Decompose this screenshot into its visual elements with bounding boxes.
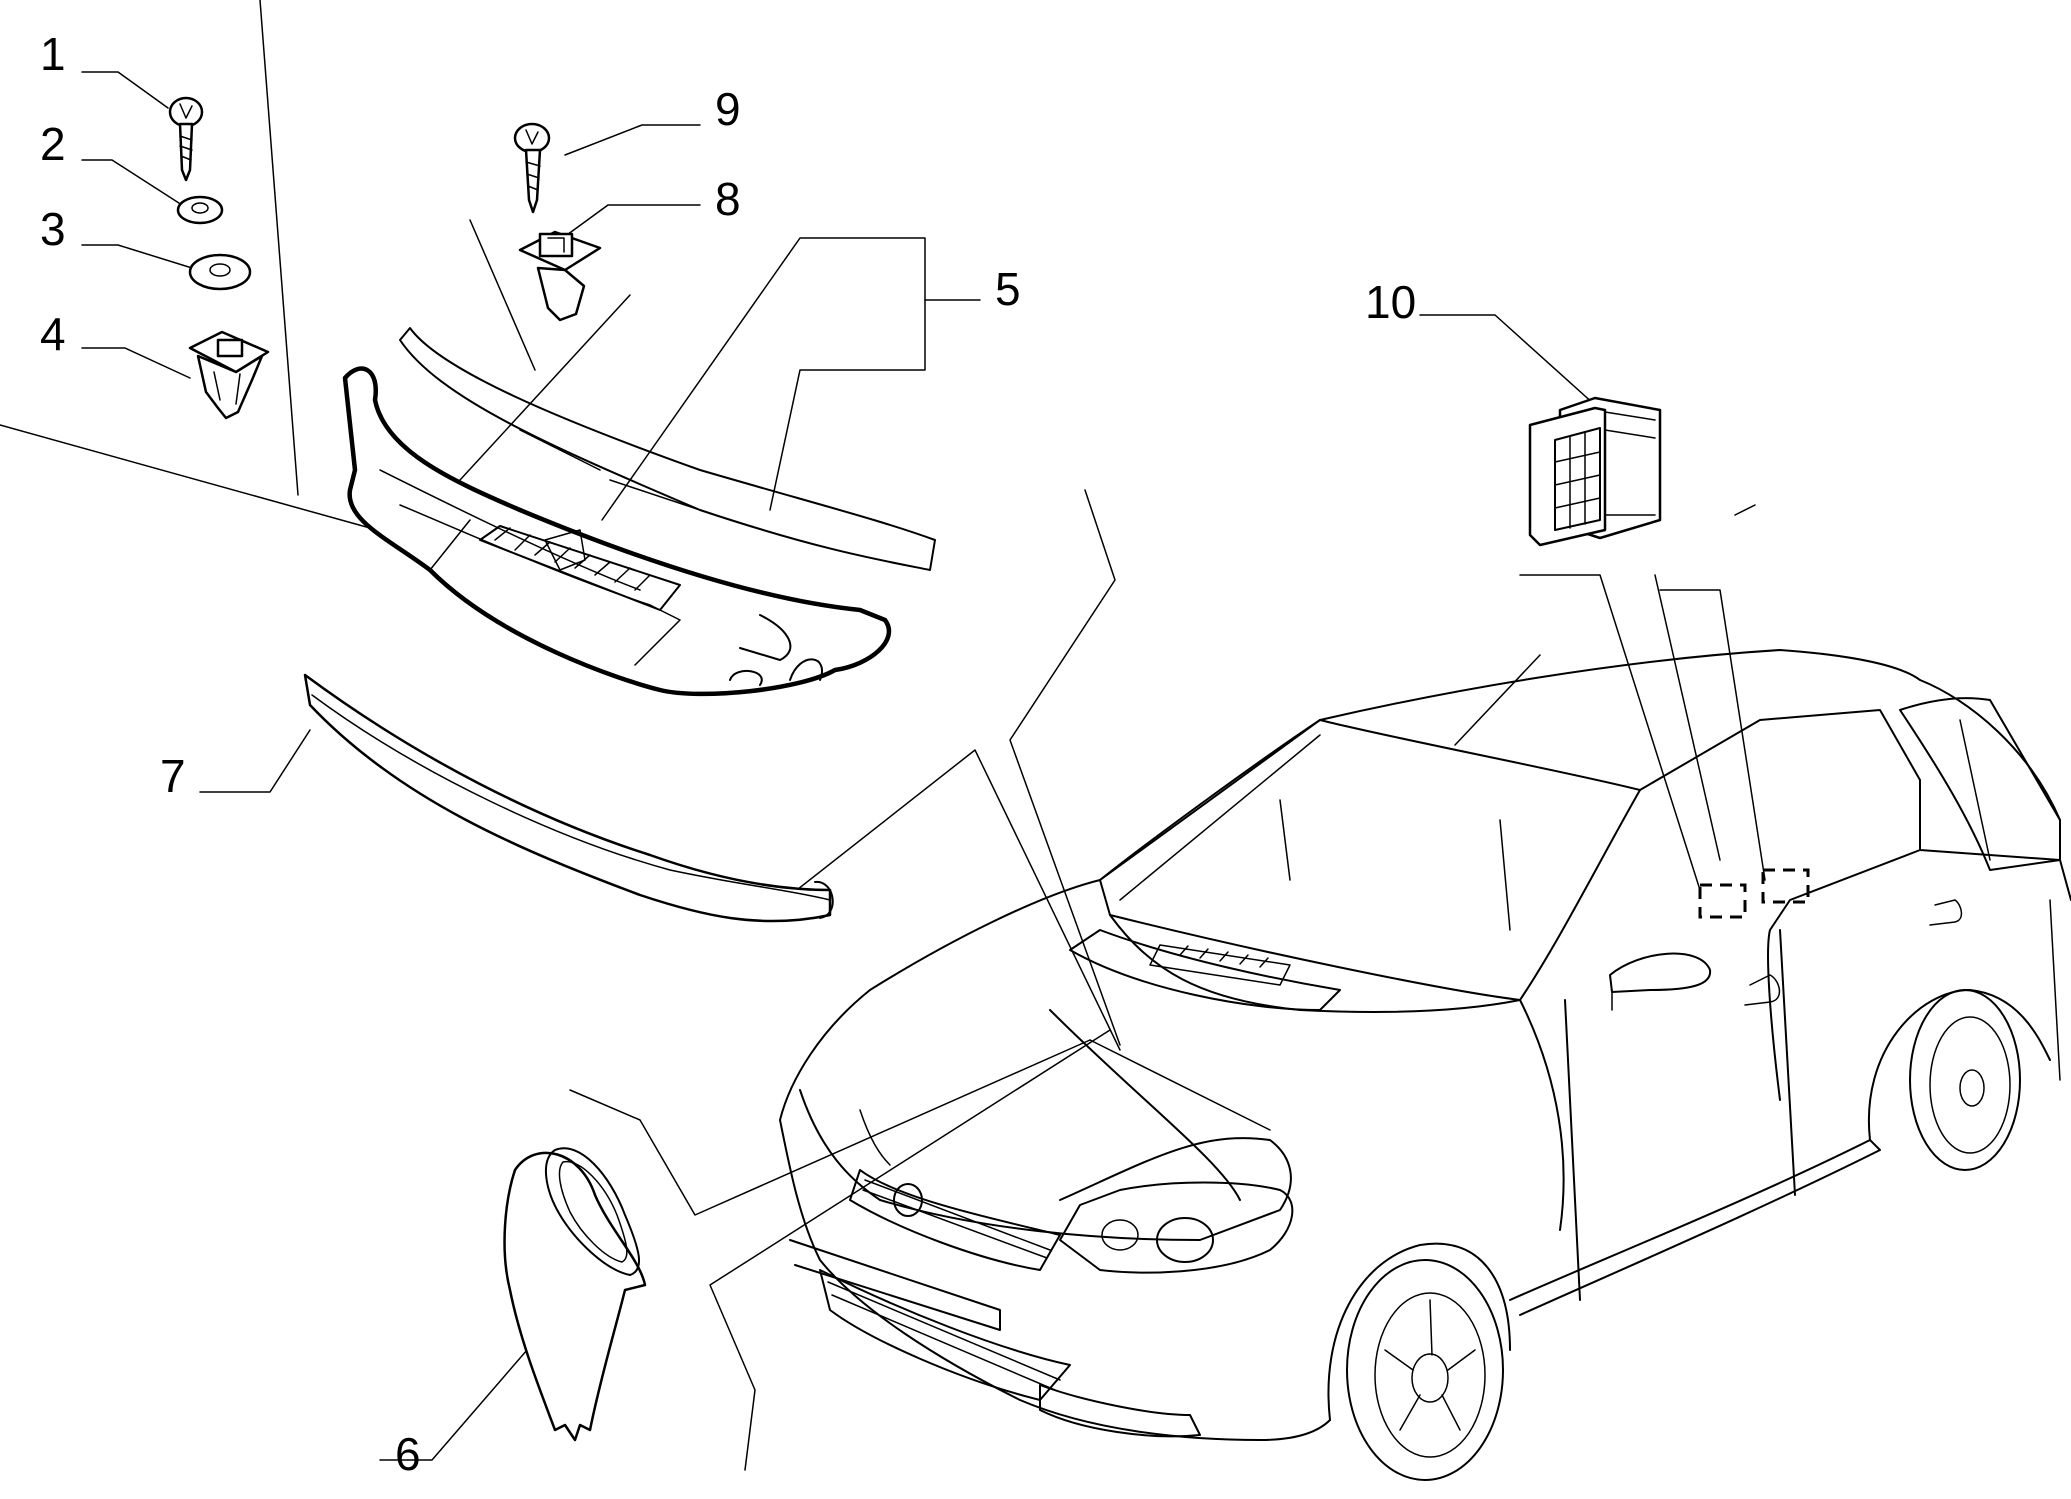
leader-lines	[0, 0, 1766, 1471]
callout-1: 1	[40, 28, 66, 80]
seal-strip-icon	[303, 673, 834, 923]
callout-2: 2	[40, 118, 66, 170]
clip-icon	[188, 330, 270, 420]
screw-icon	[168, 96, 204, 182]
duct-icon	[503, 1147, 647, 1442]
clip-icon	[518, 230, 602, 322]
callout-3: 3	[40, 203, 66, 255]
callout-labels: 1 2 3 4 5 6 7 8 9 10	[40, 28, 1416, 1480]
callout-5: 5	[995, 263, 1021, 315]
vent-grille-icon	[1528, 396, 1662, 547]
washer-icon	[188, 253, 252, 291]
car-illustration	[779, 649, 2071, 1481]
callout-4: 4	[40, 308, 66, 360]
cowl-panel-icon	[342, 327, 936, 697]
washer-icon	[176, 195, 224, 225]
callout-8: 8	[715, 173, 741, 225]
callout-9: 9	[715, 83, 741, 135]
callout-10: 10	[1365, 276, 1416, 328]
screw-icon	[513, 122, 551, 214]
callout-6: 6	[395, 1428, 421, 1480]
callout-7: 7	[160, 750, 186, 802]
